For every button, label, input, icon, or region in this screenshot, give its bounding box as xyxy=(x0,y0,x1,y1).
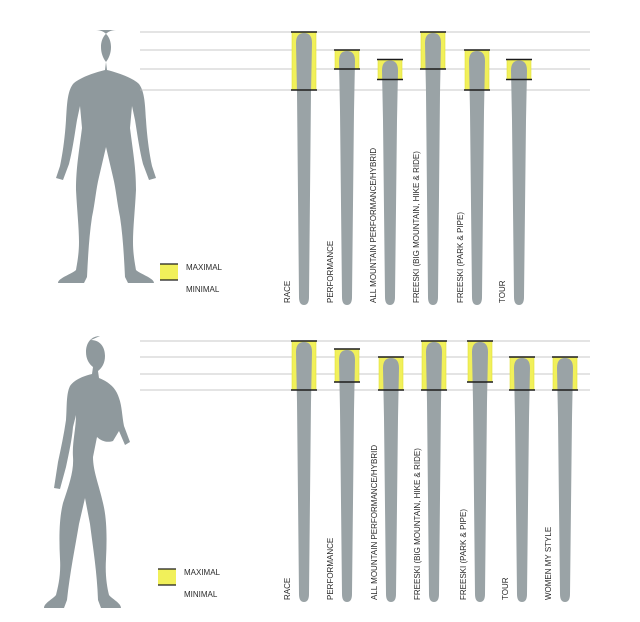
ski-shape xyxy=(296,33,312,305)
legend-maximal-label: MAXIMAL xyxy=(184,568,221,577)
category-label: PERFORMANCE xyxy=(326,241,335,303)
ski-0: RACE xyxy=(283,340,317,602)
legend-maximal-label: MAXIMAL xyxy=(186,263,223,272)
female-silhouette xyxy=(44,336,130,608)
ski-4: FREESKI (PARK & PIPE) xyxy=(456,49,490,305)
category-label: PERFORMANCE xyxy=(326,538,335,600)
category-label: FREESKI (BIG MOUNTAIN, HIKE & RIDE) xyxy=(412,151,421,303)
ski-shape xyxy=(383,358,399,602)
ski-shape xyxy=(469,51,485,305)
ski-1: PERFORMANCE xyxy=(326,49,360,305)
legend-minimal-label: MINIMAL xyxy=(186,285,220,294)
ski-5: TOUR xyxy=(498,58,532,305)
legend-swatch xyxy=(160,264,178,280)
ski-shape xyxy=(339,51,355,305)
ski-shape xyxy=(557,358,573,602)
ski-6: WOMEN MY STYLE xyxy=(544,356,578,602)
ski-2: ALL MOUNTAIN PERFORMANCE/HYBRID xyxy=(370,356,404,602)
legend-swatch xyxy=(158,569,176,585)
panel-top: RACE PERFORMANCE ALL MOUNTAIN PERFORMANCE/… xyxy=(56,30,590,305)
category-label: TOUR xyxy=(498,280,507,303)
category-label: RACE xyxy=(283,281,292,303)
ski-shape xyxy=(296,342,312,602)
category-label: FREESKI (PARK & PIPE) xyxy=(456,212,465,303)
legend: MAXIMAL MINIMAL xyxy=(158,568,221,599)
ski-2: ALL MOUNTAIN PERFORMANCE/HYBRID xyxy=(369,58,403,305)
category-label: RACE xyxy=(283,578,292,600)
ski-shape xyxy=(514,358,530,602)
ski-0: RACE xyxy=(283,31,317,305)
legend-minimal-label: MINIMAL xyxy=(184,590,218,599)
category-label: FREESKI (BIG MOUNTAIN, HIKE & RIDE) xyxy=(413,448,422,600)
category-label: ALL MOUNTAIN PERFORMANCE/HYBRID xyxy=(369,148,378,303)
ski-shape xyxy=(339,350,355,602)
ski-shape xyxy=(426,342,442,602)
ski-5: TOUR xyxy=(501,356,535,602)
ski-3: FREESKI (BIG MOUNTAIN, HIKE & RIDE) xyxy=(412,31,446,305)
male-silhouette xyxy=(56,30,156,283)
category-label: ALL MOUNTAIN PERFORMANCE/HYBRID xyxy=(370,445,379,600)
legend: MAXIMAL MINIMAL xyxy=(160,263,223,294)
category-label: WOMEN MY STYLE xyxy=(544,527,553,600)
ski-shape xyxy=(472,342,488,602)
category-label: TOUR xyxy=(501,577,510,600)
ski-4: FREESKI (PARK & PIPE) xyxy=(459,340,493,602)
ski-3: FREESKI (BIG MOUNTAIN, HIKE & RIDE) xyxy=(413,340,447,602)
ski-1: PERFORMANCE xyxy=(326,348,360,602)
category-label: FREESKI (PARK & PIPE) xyxy=(459,509,468,600)
ski-shape xyxy=(382,60,398,305)
ski-shape xyxy=(511,60,527,305)
panel-bottom: RACE PERFORMANCE ALL MOUNTAIN PERFORMANCE/… xyxy=(44,336,590,608)
ski-shape xyxy=(425,33,441,305)
